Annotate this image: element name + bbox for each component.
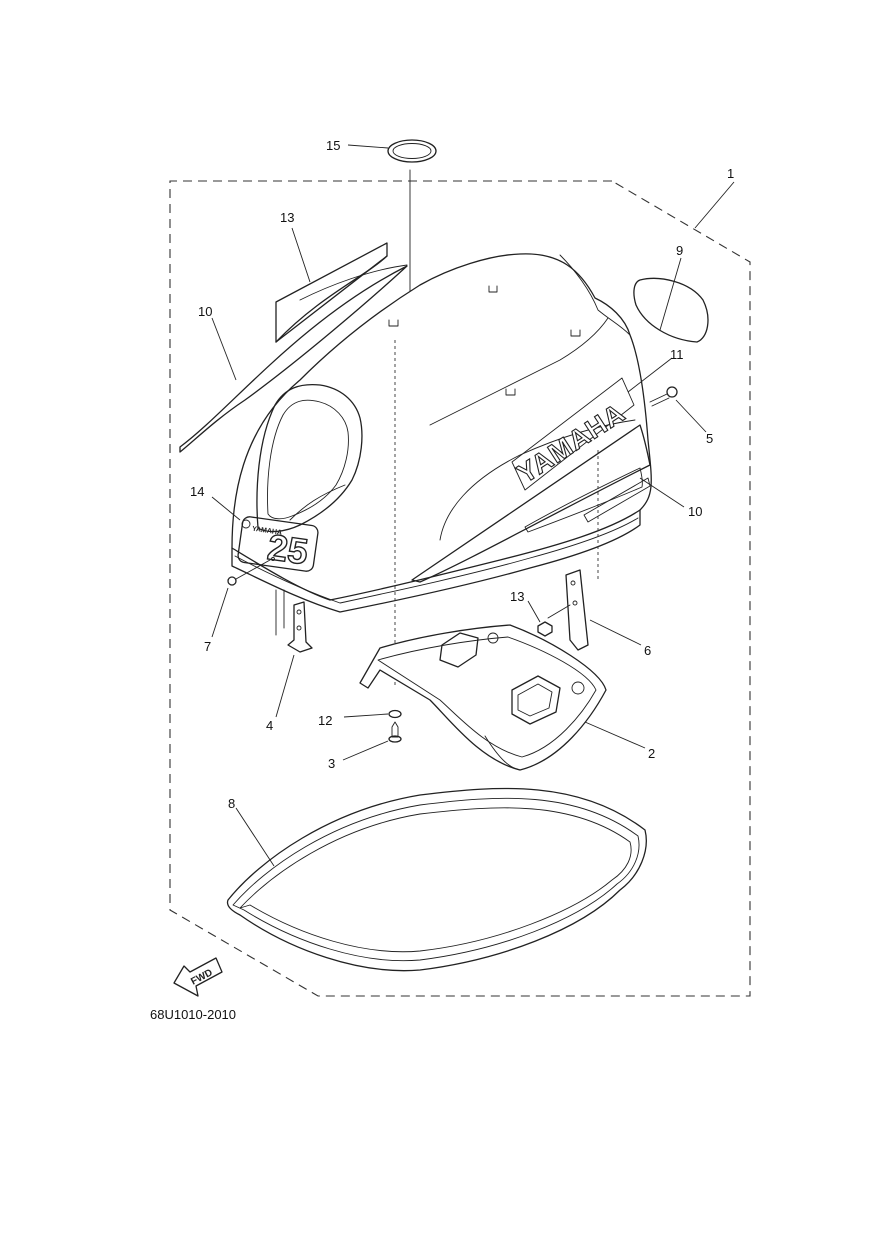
- assembly-boundary: [169, 180, 751, 997]
- callout-2: 2: [648, 746, 655, 761]
- part-12-decal: [275, 242, 408, 343]
- drawing-code: 68U1010-2010: [150, 1007, 236, 1022]
- badge-model-text: 25: [265, 526, 310, 572]
- callout-8: 8: [228, 796, 235, 811]
- leader-lines: [211, 144, 735, 867]
- top-cowling: [231, 253, 652, 685]
- badge-brand-text: YAMAHA: [252, 526, 283, 537]
- model-badge-25: YAMAHA 25: [237, 516, 319, 573]
- callout-7: 7: [204, 639, 211, 654]
- callout-10-right: 10: [688, 504, 702, 519]
- callout-6: 6: [644, 643, 651, 658]
- callout-12: 13: [280, 210, 294, 225]
- callout-11: 11: [670, 347, 684, 362]
- callout-3: 3: [328, 756, 335, 771]
- part-9-decal: [633, 277, 709, 343]
- part-10-left-decal: [179, 265, 408, 453]
- part-7-rivet: [227, 557, 275, 586]
- part-14-nut: [537, 621, 553, 637]
- part-6-bracket: [547, 569, 589, 651]
- part-2-frame: [359, 624, 607, 771]
- part-4-bracket: [275, 589, 313, 653]
- callout-5: 5: [706, 431, 713, 446]
- part-16-grommet: [387, 139, 437, 163]
- callout-labels: 15 1 13 9 10 11 5 14 10 13 7 6 4 12 2 3 …: [190, 138, 734, 811]
- callout-10-left: 10: [198, 304, 212, 319]
- part-13-washer: [388, 709, 402, 719]
- callout-16: 15: [326, 138, 340, 153]
- fwd-arrow-icon: FWD: [173, 957, 223, 997]
- callout-9: 9: [676, 243, 683, 258]
- callout-4: 4: [266, 718, 273, 733]
- part-3-screw: [388, 721, 402, 743]
- callout-1: 1: [727, 166, 734, 181]
- part-5-screw: [649, 386, 678, 407]
- callout-15: 14: [190, 484, 204, 499]
- callout-14: 13: [510, 589, 524, 604]
- callout-13: 12: [318, 713, 332, 728]
- part-8-seal: [226, 787, 647, 972]
